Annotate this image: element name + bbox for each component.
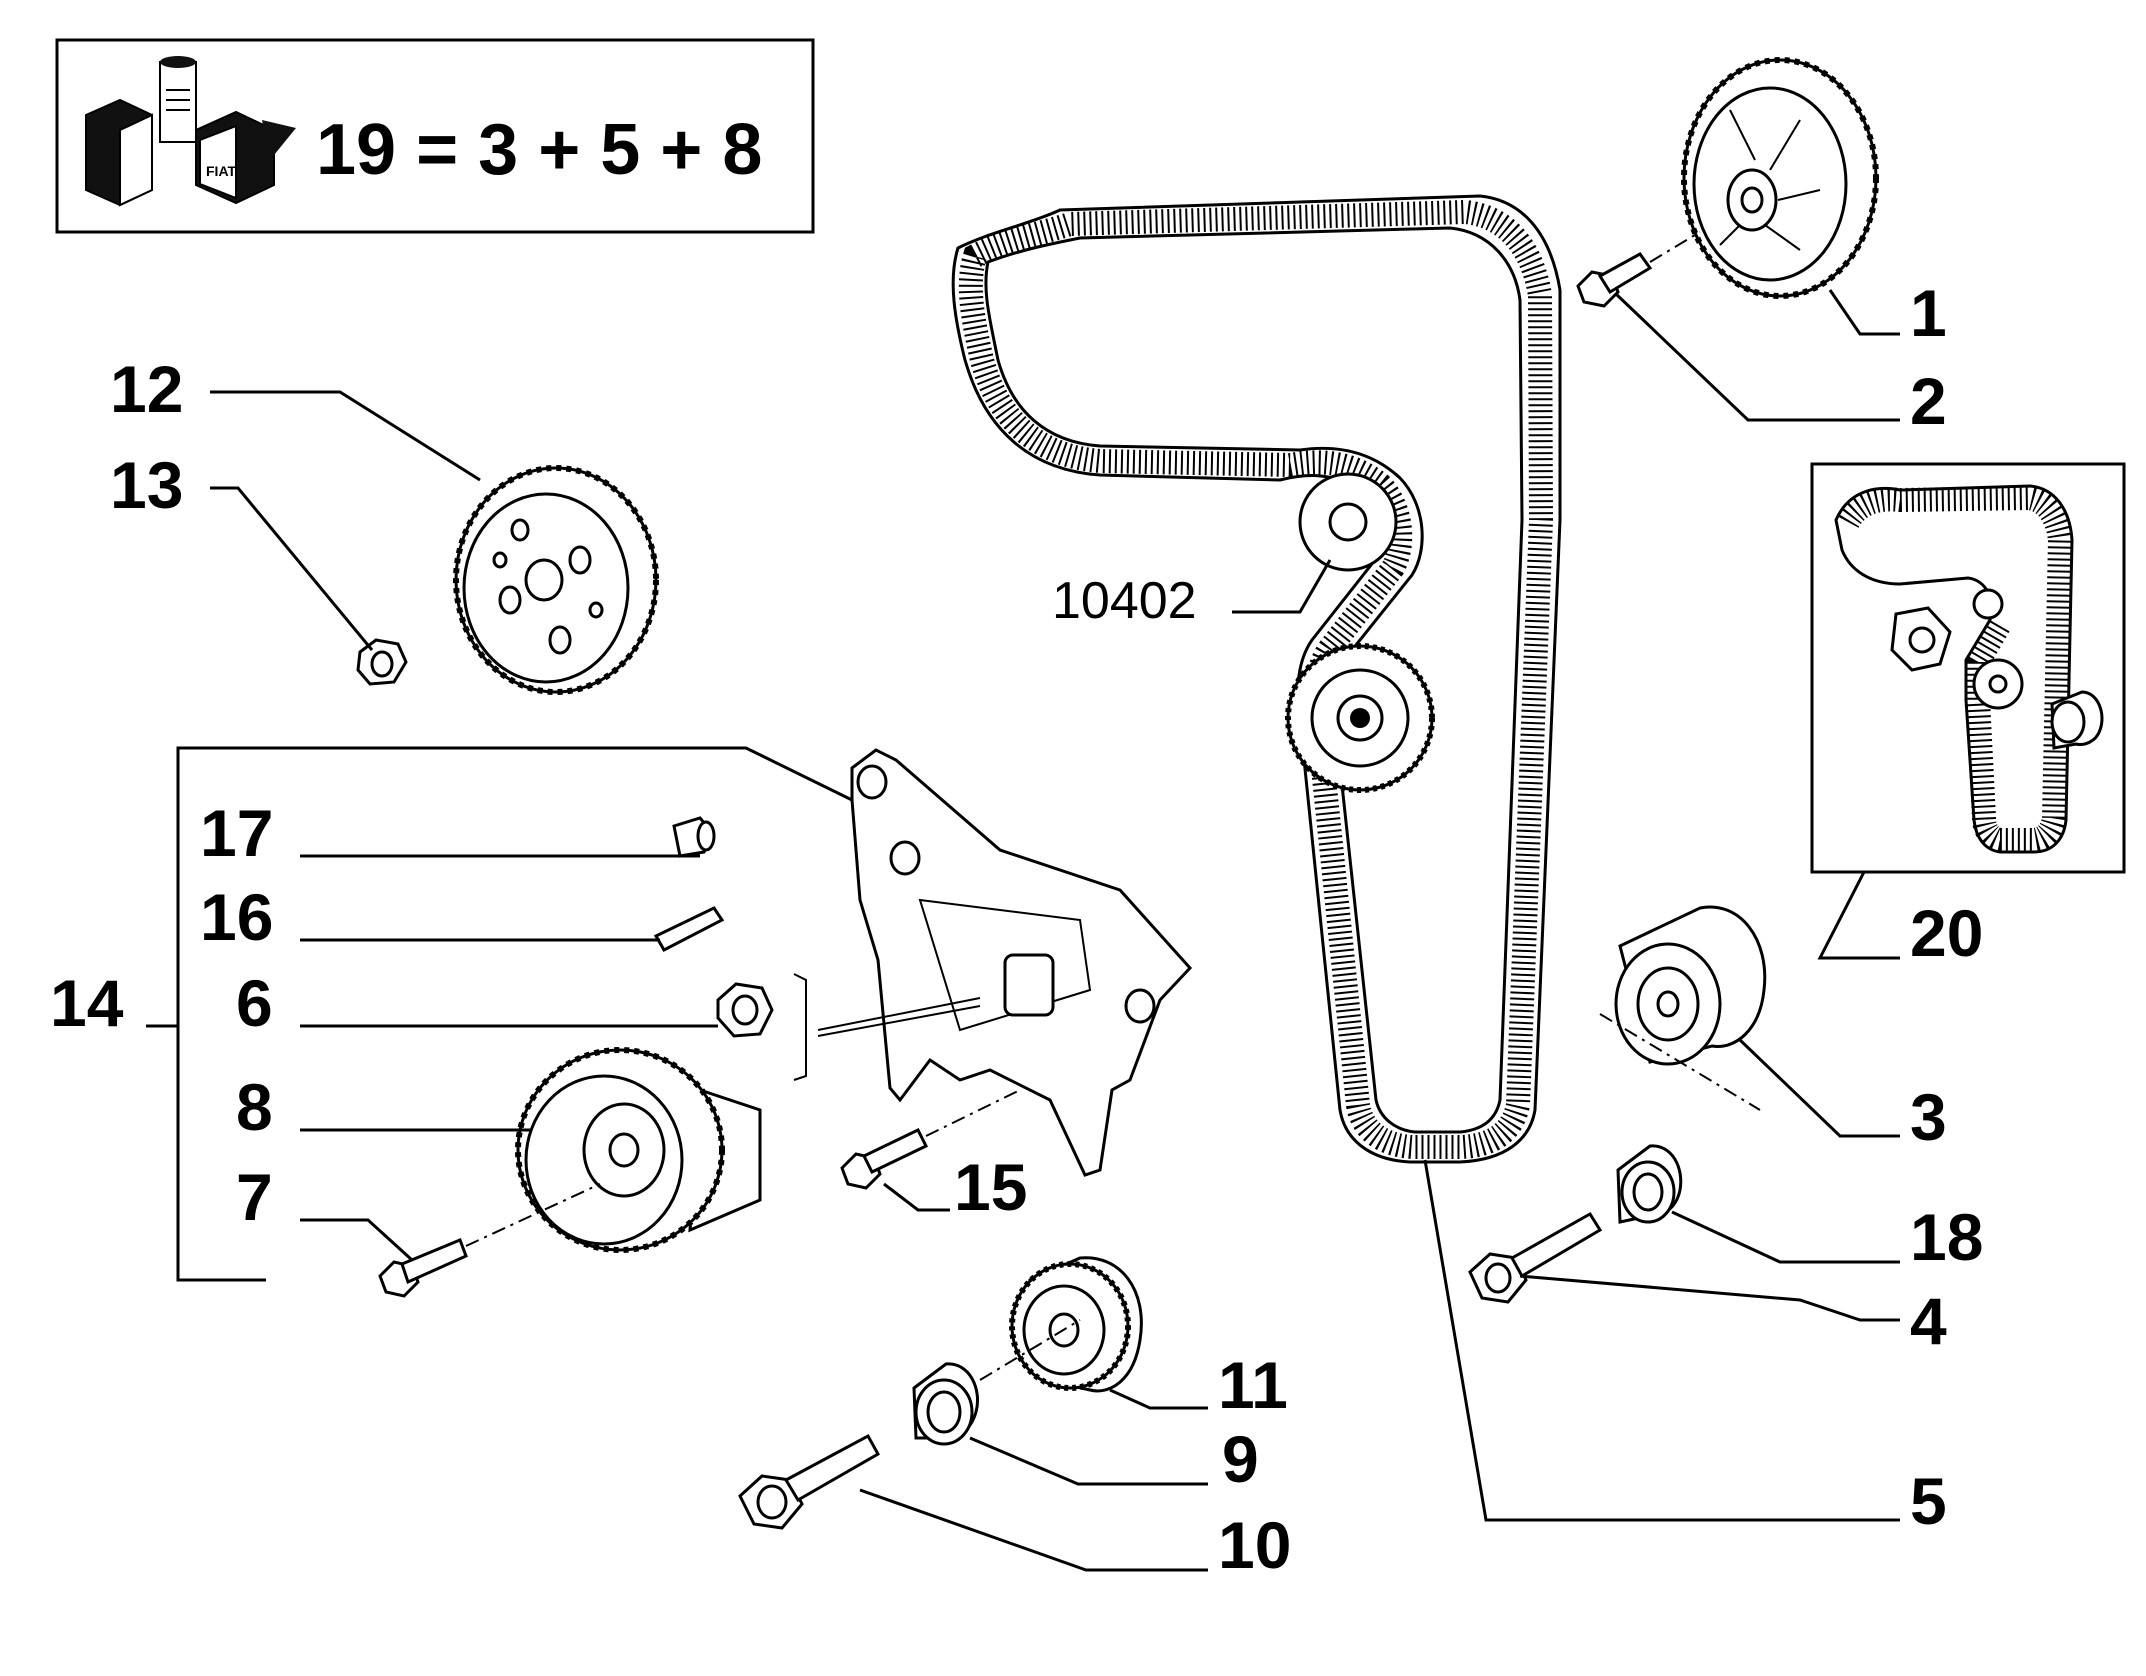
stud-16 [653,906,725,952]
callout-9: 9 [1222,1422,1259,1496]
callout-labels: 1 2 3 4 5 6 7 8 9 10 11 12 13 14 15 16 1… [50,276,1983,1582]
callout-10: 10 [1218,1508,1291,1582]
tensioner-bracket [850,748,1193,1177]
kit-formula: 19 = 3 + 5 + 8 [316,110,762,190]
bolt-7 [378,1183,601,1298]
callout-4: 4 [1910,1284,1947,1358]
callout-7: 7 [236,1160,273,1234]
bolt-4 [1468,1211,1603,1304]
callout-11: 11 [1218,1348,1288,1422]
inset-box-20 [1810,462,2126,874]
callout-12: 12 [110,352,183,426]
idler-roller-3 [1599,905,1767,1111]
kit-icon: FIAT [85,56,296,207]
callout-14: 14 [50,966,124,1040]
callout-15: 15 [954,1150,1027,1224]
inset-tensioner [1890,606,1952,672]
callout-3: 3 [1910,1080,1947,1154]
callout-20: 20 [1910,896,1983,970]
callout-8: 8 [236,1070,273,1144]
timing-belt [951,194,1562,1164]
bolt-15 [840,1089,1021,1190]
callout-13: 13 [110,448,183,522]
callout-1: 1 [1910,276,1947,350]
cam-pulley-1 [1681,57,1879,299]
callout-16: 16 [200,880,273,954]
pulley-11 [979,1256,1143,1393]
pin-17 [672,816,716,858]
callout-5: 5 [1910,1464,1947,1538]
callout-18: 18 [1910,1200,1983,1274]
bolt-2 [1576,231,1701,308]
nut-6 [716,973,981,1081]
kit-box: FIAT 19 = 3 + 5 + 8 [55,38,815,234]
nut-13 [356,638,408,686]
callout-17: 17 [200,796,273,870]
callout-2: 2 [1910,364,1947,438]
kit-logo-text: FIAT [206,163,237,179]
inset-roller [2050,690,2104,750]
callout-6: 6 [236,966,273,1040]
bolt-10 [738,1433,881,1530]
leader-lines [146,289,1900,1572]
belt-code-label: 10402 [1052,572,1197,630]
spacer-18 [1616,1144,1683,1224]
spacer-9 [912,1362,979,1446]
tensioner-pulley-8 [515,1047,762,1253]
gear-12 [453,465,659,695]
